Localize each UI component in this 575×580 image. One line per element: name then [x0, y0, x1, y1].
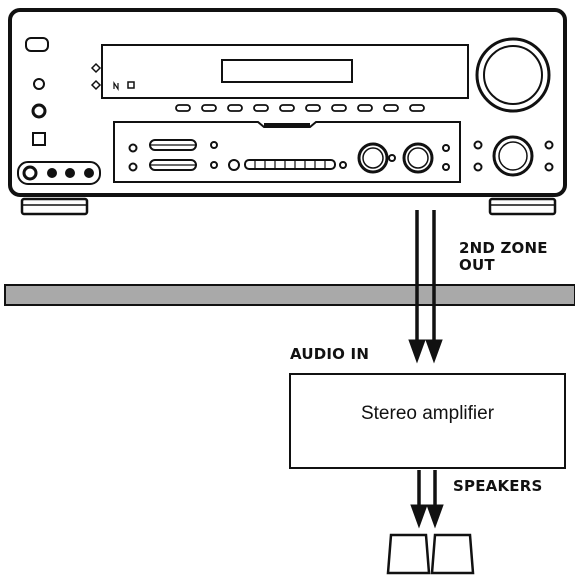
audio-in-label: AUDIO IN [290, 345, 370, 363]
zone-out-label: 2ND ZONE OUT [459, 240, 548, 274]
knob-small-icon [31, 103, 47, 119]
receiver-foot-left [20, 197, 89, 216]
speaker-icon [430, 533, 475, 575]
tone-knob-left [357, 142, 389, 174]
zone-out-label-line1: 2ND ZONE [459, 239, 548, 257]
indicator-circle [33, 78, 45, 90]
square-button [32, 132, 46, 146]
button-strip [244, 159, 336, 170]
power-button [25, 37, 49, 52]
speakers-label: SPEAKERS [453, 477, 543, 495]
display-window [221, 59, 353, 83]
volume-knob-inner [483, 45, 543, 105]
front-door-panel [113, 121, 461, 183]
multi-jog-knob [492, 135, 534, 177]
av-receiver [8, 8, 567, 216]
jack-icon [84, 168, 94, 178]
audio-cable [408, 210, 443, 364]
master-volume-knob [475, 37, 551, 113]
small-knob-icon [228, 159, 240, 171]
stereo-amplifier-box [289, 373, 566, 469]
amplifier-label: Stereo amplifier [360, 403, 495, 424]
receiver-body [8, 8, 567, 197]
wall [4, 284, 575, 306]
display-indicator [127, 81, 135, 89]
small-button [128, 162, 138, 172]
zone-out-label-line2: OUT [459, 256, 495, 274]
speaker-cable [410, 470, 444, 529]
jack-icon [47, 168, 57, 178]
display-panel [101, 44, 469, 99]
headphone-jack-icon [22, 165, 38, 181]
jack-icon [65, 168, 75, 178]
speaker-icon [386, 533, 431, 575]
small-button [128, 143, 138, 153]
tone-knob-right [402, 142, 434, 174]
jack-panel [17, 161, 101, 185]
receiver-foot-right [488, 197, 557, 216]
input-selector-buttons [175, 104, 425, 112]
